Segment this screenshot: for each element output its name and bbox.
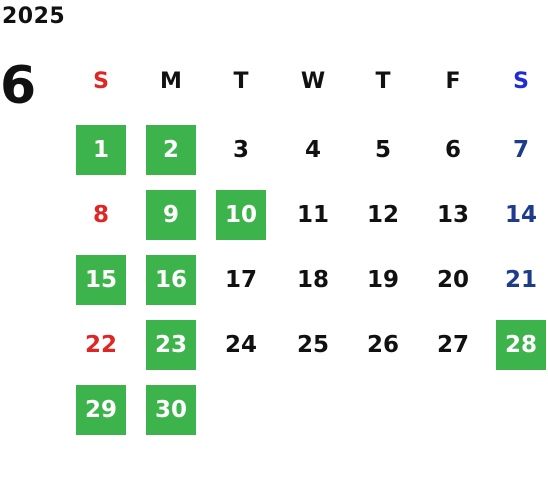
calendar-day-8: 8 [92, 202, 109, 228]
calendar-day-12: 12 [366, 202, 399, 228]
calendar-day-11: 11 [296, 202, 329, 228]
calendar-day-15: 15 [76, 255, 126, 305]
calendar-day-26: 26 [366, 332, 399, 358]
calendar-day-6: 6 [444, 137, 461, 163]
calendar-day-19: 19 [366, 267, 399, 293]
calendar-day-20: 20 [436, 267, 469, 293]
calendar-day-3: 3 [232, 137, 249, 163]
weekday-header-sunday: S [93, 68, 109, 94]
calendar-day-7: 7 [512, 137, 529, 163]
calendar-day-24: 24 [224, 332, 257, 358]
calendar-day-16: 16 [146, 255, 196, 305]
weekday-header-monday: M [160, 68, 182, 94]
calendar-day-13: 13 [436, 202, 469, 228]
weekday-header-friday: F [445, 68, 461, 94]
weekday-header-wednesday: W [300, 68, 326, 94]
calendar-day-25: 25 [296, 332, 329, 358]
calendar-day-23: 23 [146, 320, 196, 370]
weekday-header-thursday: T [375, 68, 391, 94]
calendar-year: 2025 [2, 4, 66, 29]
calendar-day-21: 21 [504, 267, 537, 293]
calendar-day-10: 10 [216, 190, 266, 240]
calendar-day-17: 17 [224, 267, 257, 293]
calendar-day-9: 9 [146, 190, 196, 240]
calendar-day-30: 30 [146, 385, 196, 435]
calendar-day-4: 4 [304, 137, 321, 163]
weekday-header-tuesday: T [233, 68, 249, 94]
calendar-day-5: 5 [374, 137, 391, 163]
calendar-day-14: 14 [504, 202, 537, 228]
weekday-header-saturday: S [513, 68, 529, 94]
calendar-day-27: 27 [436, 332, 469, 358]
calendar-day-29: 29 [76, 385, 126, 435]
calendar-day-2: 2 [146, 125, 196, 175]
calendar-day-1: 1 [76, 125, 126, 175]
calendar-month: 6 [0, 56, 37, 116]
calendar-day-22: 22 [84, 332, 117, 358]
calendar-day-18: 18 [296, 267, 329, 293]
calendar-day-28: 28 [496, 320, 546, 370]
